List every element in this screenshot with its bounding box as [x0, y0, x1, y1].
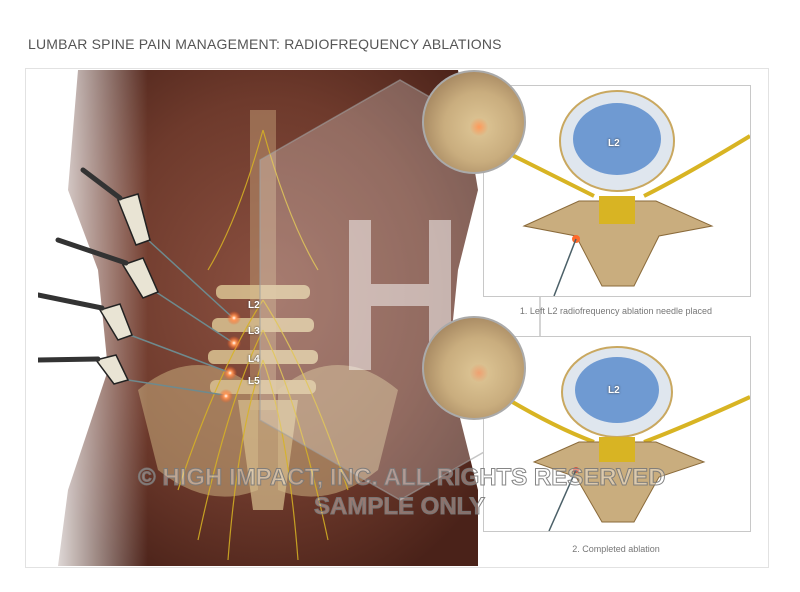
- panel-completed-ablation: L2: [483, 336, 751, 532]
- magnifier-inset-1: [422, 70, 526, 174]
- page-title: LUMBAR SPINE PAIN MANAGEMENT: RADIOFREQU…: [28, 36, 502, 52]
- back-anatomy-graphic: [38, 70, 478, 566]
- vertebra-label-l3: L3: [248, 326, 260, 337]
- panel2-caption: 2. Completed ablation: [572, 544, 660, 554]
- vertebra-axial-graphic: [484, 90, 750, 296]
- panel1-vertebra-label: L2: [608, 138, 620, 149]
- vertebra-label-l5: L5: [248, 376, 260, 387]
- back-illustration: L2 L3 L4 L5: [38, 70, 498, 566]
- magnifier-inset-2: [422, 316, 526, 420]
- panel2-vertebra-label: L2: [608, 385, 620, 396]
- vertebra-axial-graphic: [502, 346, 750, 531]
- watermark-sample: SAMPLE ONLY: [313, 493, 486, 521]
- panel-needle-placed: L2: [483, 85, 751, 297]
- panel1-caption: 1. Left L2 radiofrequency ablation needl…: [519, 306, 713, 316]
- vertebra-label-l2: L2: [248, 300, 260, 311]
- watermark-copyright: © HIGH IMPACT, INC. ALL RIGHTS RESERVED: [138, 464, 667, 492]
- vertebra-label-l4: L4: [248, 354, 260, 365]
